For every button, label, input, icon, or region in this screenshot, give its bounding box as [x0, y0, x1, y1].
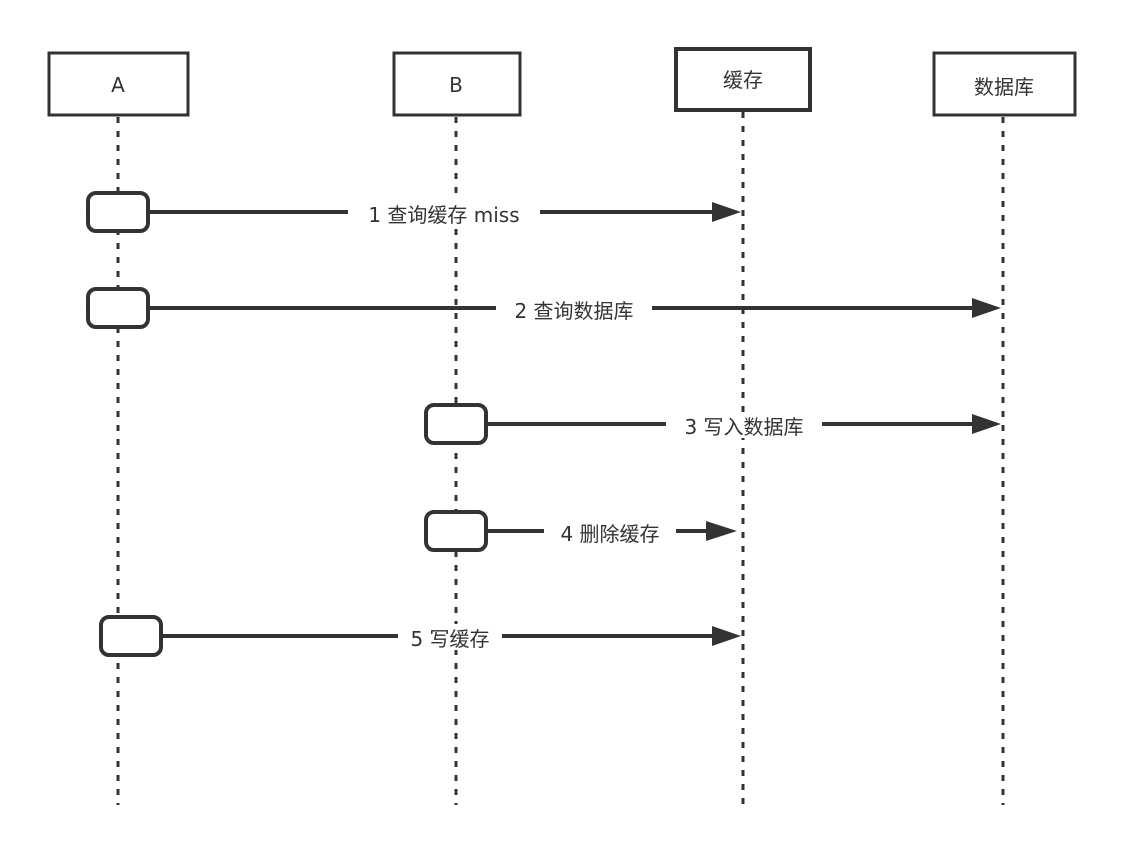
message-2[interactable]: 2 查询数据库	[86, 287, 1001, 329]
lifelines	[116, 112, 1005, 805]
arrowhead-icon	[972, 414, 1001, 434]
arrowhead-icon	[712, 202, 741, 222]
message-label: 1 查询缓存 miss	[368, 203, 519, 227]
activation-box	[424, 403, 488, 445]
participant-label: B	[449, 73, 463, 97]
message-1[interactable]: 1 查询缓存 miss	[86, 191, 741, 233]
activation-box	[86, 287, 150, 329]
activation-box	[424, 510, 488, 552]
participant-cache[interactable]: 缓存	[674, 47, 812, 112]
arrowhead-icon	[972, 298, 1001, 318]
arrowhead-icon	[706, 521, 737, 541]
participant-label: 数据库	[974, 75, 1034, 99]
message-label: 2 查询数据库	[514, 299, 633, 323]
participant-database[interactable]: 数据库	[932, 51, 1077, 117]
participant-label: A	[111, 73, 125, 97]
message-label: 3 写入数据库	[684, 415, 803, 439]
arrowhead-icon	[712, 626, 741, 646]
message-4[interactable]: 4 删除缓存	[424, 510, 737, 552]
message-3[interactable]: 3 写入数据库	[424, 403, 1001, 445]
participant-label: 缓存	[723, 68, 763, 92]
message-label: 5 写缓存	[410, 627, 489, 651]
activation-box	[99, 615, 163, 657]
activation-box	[86, 191, 150, 233]
participant-a[interactable]: A	[47, 51, 190, 117]
participant-b[interactable]: B	[392, 51, 522, 117]
message-label: 4 删除缓存	[560, 522, 659, 546]
message-5[interactable]: 5 写缓存	[99, 615, 741, 657]
